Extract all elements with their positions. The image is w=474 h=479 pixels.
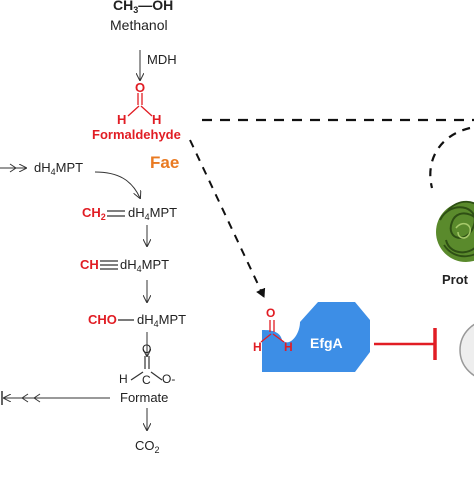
co2-label: CO2: [135, 438, 160, 455]
efga-shape: [262, 302, 370, 372]
efga-formaldehyde-h-left: H: [253, 340, 262, 354]
efga-formaldehyde: [260, 320, 285, 343]
formate-structure: [130, 356, 163, 381]
efga-formaldehyde-o: O: [266, 306, 276, 320]
efga-label: EfgA: [310, 335, 343, 351]
fae-enzyme-label: Fae: [150, 153, 180, 172]
methanol-formula: CH3—OH: [113, 0, 174, 15]
dh4mpt-input: dH4MPT: [34, 160, 84, 177]
formaldehyde-label: Formaldehyde: [92, 127, 181, 142]
cho-group: CHO: [88, 312, 117, 327]
efga-formaldehyde-h-right: H: [284, 340, 293, 354]
ch-dh4mpt: dH4MPT: [120, 257, 170, 274]
formaldehyde-h-right: H: [152, 112, 162, 127]
formate-h-atom: H: [119, 372, 128, 386]
ch-group: CH: [80, 257, 99, 272]
dashed-curve-right: [429, 126, 471, 189]
ch2-group: CH2: [82, 205, 106, 222]
double-bond-ch2: [107, 210, 125, 217]
methanol-label: Methanol: [110, 17, 168, 33]
ch2-dh4mpt: dH4MPT: [128, 205, 178, 222]
formate-c-atom: C: [142, 373, 151, 387]
arrow-dh4mpt-curve: [94, 171, 140, 198]
formate-label: Formate: [120, 390, 169, 405]
formaldehyde-h-left: H: [117, 112, 127, 127]
cho-dh4mpt: dH4MPT: [137, 312, 187, 329]
triple-bond-ch: [100, 260, 118, 270]
dashed-arrow-to-efga: [189, 139, 266, 298]
formate-o-atom: O: [142, 342, 152, 356]
partial-circle-right: [459, 323, 474, 377]
formaldehyde-structure: [127, 93, 153, 117]
formaldehyde-o-atom: O: [135, 80, 146, 95]
mdh-enzyme-label: MDH: [147, 52, 177, 67]
formate-o-minus: O-: [162, 372, 176, 386]
protein-tangle: [436, 200, 474, 262]
protein-label: Prot: [442, 272, 468, 287]
